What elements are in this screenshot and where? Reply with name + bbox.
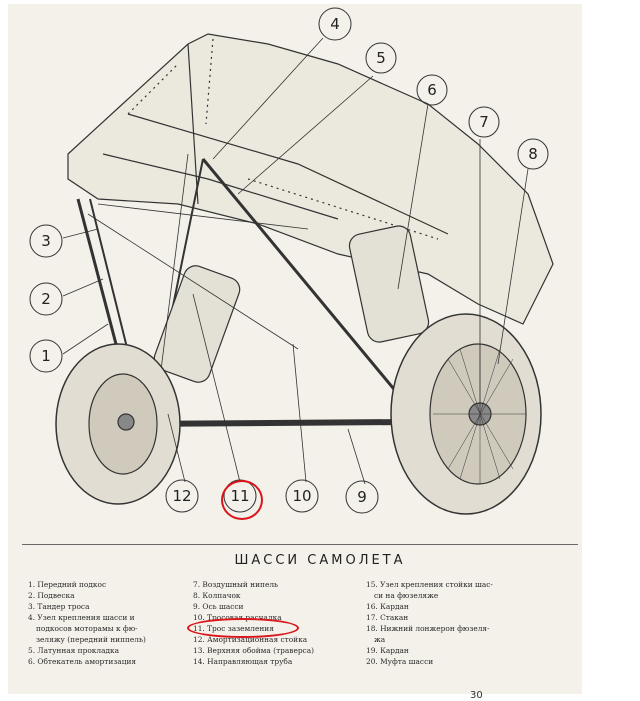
legend-item: 19. Кардан [366,646,409,655]
legend-item: 15. Узел крепления стойки шас- [366,580,493,589]
legend-item: жа [374,635,386,644]
callout-2: 2 [41,290,51,308]
legend-column-3: 15. Узел крепления стойки шас- си на фюз… [366,579,493,667]
legend-item: 13. Верхняя обойма (траверса) [193,646,314,655]
legend-item: 20. Муфта шасси [366,657,434,666]
legend-item: 9. Ось шасси [193,602,244,611]
callout-4: 4 [330,15,340,33]
legend-item: 7. Воздушный нипель [193,580,279,589]
legend-item: 8. Колпачок [193,591,241,600]
highlight-circle-callout-11 [221,480,263,520]
legend-item: 16. Кардан [366,602,409,611]
legend-item: си на фюзеляже [374,591,439,600]
caption-divider [22,544,578,545]
callout-8: 8 [528,145,538,163]
callout-1: 1 [41,347,51,365]
legend-item: 6. Обтекатель амортизация [28,657,137,666]
legend-item: 12. Амортизационная стойка [193,635,308,644]
legend-item: 3. Тандер троса [28,602,90,611]
legend-column-1: 1. Передний подкос 2. Подвеска 3. Тандер… [28,579,146,667]
callout-3: 3 [41,232,51,250]
figure-caption: ШАССИ САМОЛЕТА [234,553,406,568]
callout-7: 7 [479,113,489,131]
fuselage-skin [67,33,554,325]
legend-item: 4. Узел крепления шасси и [28,613,135,622]
landing-gear-illustration [29,7,554,515]
callout-12: 12 [172,487,192,505]
legend-item: 2. Подвеска [28,591,75,600]
legend-item: 18. Нижний лонжерон фюзеля- [366,624,490,633]
highlight-oval-legend-11 [187,618,299,638]
main-strut [201,158,400,395]
right-fairing [348,225,430,343]
callout-9: 9 [357,488,367,506]
callout-6: 6 [427,81,437,99]
legend-item: 17. Стакан [366,613,409,622]
page-number: 30 [470,690,483,701]
shock-absorber-fairing [153,265,241,383]
legend-item: 1. Передний подкос [28,580,107,589]
callout-5: 5 [376,49,386,67]
legend-item: 5. Латунная прокладка [28,646,120,655]
legend-item: зеляжу (передний ниппель) [36,635,146,644]
legend-item: подкосов моторамы к фю- [36,624,138,633]
callout-rings [29,7,549,514]
callout-10: 10 [292,487,312,505]
legend-item: 14. Направляющая труба [193,657,293,666]
